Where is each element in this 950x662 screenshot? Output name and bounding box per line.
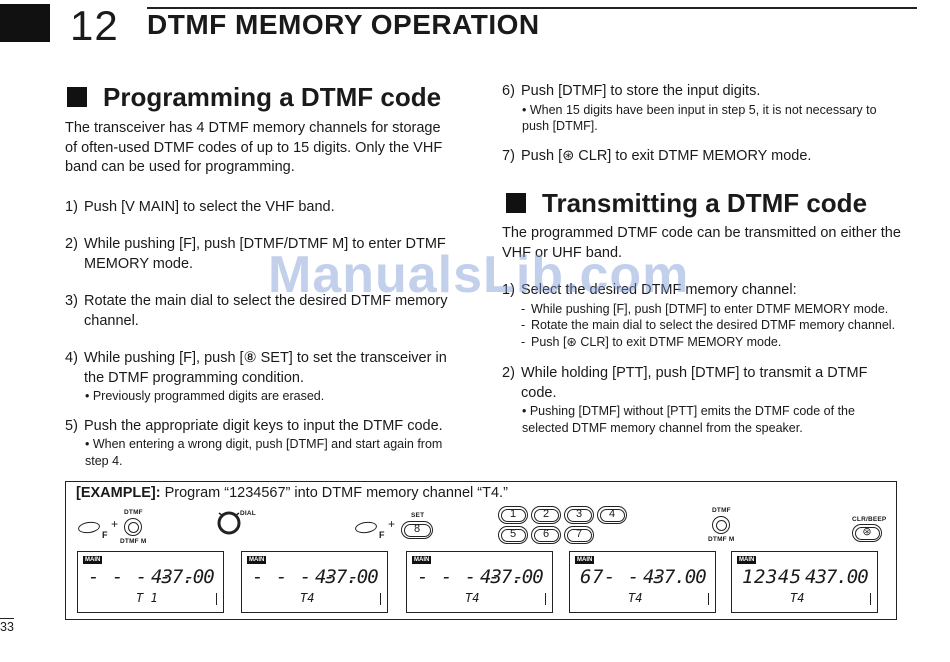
chapter-number: 12 [70, 2, 119, 49]
lcd-display-3: MAIN - - - - - 437.00 T4 [406, 551, 553, 613]
lcd-display-2: MAIN - - - - - 437.00 T4 [241, 551, 388, 613]
digit-key-2: 2 [531, 506, 561, 524]
prog-step-6-note: • When 15 digits have been input in step… [522, 102, 877, 134]
dial-label: DIAL [240, 510, 256, 517]
prog-step-5-note: • When entering a wrong digit, push [DTM… [85, 437, 443, 468]
f-key-label: F [102, 530, 108, 540]
lcd-dtmf-digits: - - - - - [417, 566, 525, 588]
dtmf-m-label: DTMF M [120, 538, 147, 545]
prog-step-4-note: • Previously programmed digits are erase… [85, 389, 325, 403]
digit-key-6: 6 [531, 526, 561, 544]
page-title: DTMF MEMORY OPERATION [147, 9, 540, 40]
f-key-icon [354, 520, 378, 535]
lcd-frequency: 437.00 [151, 566, 215, 588]
left-column: Programming a DTMF code The transceiver … [65, 80, 465, 469]
lcd-channel: T 1 [136, 591, 158, 605]
dtmf-key-icon [712, 516, 730, 534]
dtmf-key-label: DTMF [712, 507, 731, 514]
tx-step-1-dash-2: -Rotate the main dial to select the desi… [521, 318, 896, 332]
transmitting-heading: Transmitting a DTMF code [502, 186, 902, 220]
lcd-frequency: 437.00 [315, 566, 379, 588]
prog-step-2: 2)While pushing [F], push [DTMF/DTMF M] … [65, 236, 446, 272]
dial-icon [217, 511, 241, 535]
key-8-icon: 8 [401, 521, 433, 539]
tx-step-2: 2)While holding [PTT], push [DTMF] to tr… [502, 365, 868, 401]
header-rule [147, 7, 917, 9]
transmitting-intro: The programmed DTMF code can be transmit… [502, 225, 901, 261]
digit-key-1: 1 [498, 506, 528, 524]
f-key-label: F [379, 530, 385, 540]
lcd-display-1: MAIN - - - - - 437.00 T 1 [77, 551, 224, 613]
example-box: [EXAMPLE]: Program “1234567” into DTMF m… [65, 481, 897, 620]
example-title: [EXAMPLE]: Program “1234567” into DTMF m… [76, 485, 508, 501]
digit-key-7: 7 [564, 526, 594, 544]
prog-step-3: 3)Rotate the main dial to select the des… [65, 293, 448, 329]
digit-key-4: 4 [597, 506, 627, 524]
lcd-dtmf-digits: - - - - - [252, 566, 360, 588]
chapter-tab-block [0, 4, 50, 42]
lcd-frequency: 437.00 [480, 566, 544, 588]
clr-key-icon: ⊛ [852, 524, 882, 542]
section-bullet-icon [506, 193, 526, 213]
tx-step-2-note: • Pushing [DTMF] without [PTT] emits the… [522, 404, 855, 435]
lcd-channel: T4 [300, 591, 315, 605]
f-key-icon [77, 520, 101, 535]
prog-step-6: 6)Push [DTMF] to store the input digits. [502, 83, 761, 99]
lcd-dtmf-digits: 12345 [742, 566, 802, 588]
dtmf-key-icon [124, 518, 142, 536]
clr-beep-label: CLR/BEEP [852, 516, 887, 523]
set-key-label: SET [411, 512, 425, 519]
lcd-display-5: MAIN 12345 437.00 T4 [731, 551, 878, 613]
lcd-channel: T4 [465, 591, 480, 605]
section-bullet-icon [67, 87, 87, 107]
page-number-rule [0, 618, 14, 619]
lcd-frequency: 437.00 [805, 566, 869, 588]
dtmf-key-label: DTMF [124, 509, 143, 516]
programming-intro: The transceiver has 4 DTMF memory channe… [65, 120, 443, 175]
prog-step-5: 5)Push the appropriate digit keys to inp… [65, 417, 443, 434]
lcd-dtmf-digits: 67- - - [580, 566, 664, 588]
right-column: 6)Push [DTMF] to store the input digits.… [502, 82, 902, 436]
prog-step-7: 7)Push [⊛ CLR] to exit DTMF MEMORY mode. [502, 147, 812, 164]
lcd-channel: T4 [790, 591, 805, 605]
programming-heading: Programming a DTMF code [65, 80, 465, 114]
plus-sign: + [388, 517, 396, 531]
tx-step-1: 1)Select the desired DTMF memory channel… [502, 282, 797, 298]
digit-key-3: 3 [564, 506, 594, 524]
prog-step-1: 1)Push [V MAIN] to select the VHF band. [65, 198, 335, 215]
dtmf-m-label: DTMF M [708, 536, 735, 543]
page-number: 33 [0, 620, 14, 634]
lcd-display-4: MAIN 67- - - 437.00 T4 [569, 551, 716, 613]
tx-step-1-dash-3: -Push [⊛ CLR] to exit DTMF MEMORY mode. [521, 334, 782, 349]
lcd-channel: T4 [628, 591, 643, 605]
digit-key-5: 5 [498, 526, 528, 544]
prog-step-4: 4)While pushing [F], push [⑧ SET] to set… [65, 350, 447, 386]
tx-step-1-dash-1: -While pushing [F], push [DTMF] to enter… [521, 301, 889, 316]
plus-sign: + [111, 517, 119, 531]
lcd-dtmf-digits: - - - - - [88, 566, 196, 588]
lcd-frequency: 437.00 [643, 566, 707, 588]
